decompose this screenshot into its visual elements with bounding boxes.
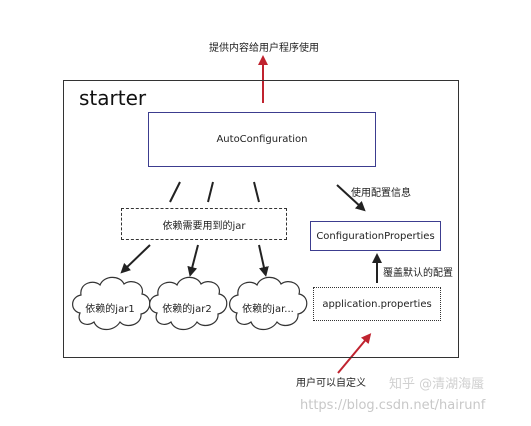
application-properties-box: application.properties (313, 287, 441, 321)
jar-cloud-3 (229, 276, 308, 331)
top-caption: 提供内容给用户程序使用 (209, 43, 319, 54)
dependencies-label: 依赖需要用到的jar (162, 220, 246, 232)
jar-cloud-1 (72, 276, 151, 331)
configuration-properties-label: ConfigurationProperties (316, 230, 435, 242)
csdn-watermark: https://blog.csdn.net/hairunf (300, 398, 486, 413)
dependencies-box: 依赖需要用到的jar (121, 208, 287, 240)
deps-to-jar3-arrow (258, 244, 269, 277)
user-defined-label: 用户可以自定义 (296, 378, 366, 389)
use-config-arrow (336, 184, 366, 212)
auto-to-deps-line-2 (207, 181, 214, 203)
auto-to-deps-line-1 (169, 181, 181, 203)
deps-to-jar2-arrow (187, 244, 199, 277)
deps-to-jar1-arrow (120, 244, 151, 274)
auto-to-deps-line-3 (253, 181, 260, 203)
jar-label-1: 依赖的jar1 (85, 304, 135, 315)
override-label: 覆盖默认的配置 (383, 268, 453, 279)
jar-label-2: 依赖的jar2 (162, 304, 212, 315)
use-config-label: 使用配置信息 (351, 188, 411, 199)
starter-container (63, 80, 459, 358)
starter-label: starter (79, 86, 147, 110)
configuration-properties-box: ConfigurationProperties (310, 221, 441, 251)
user-define-arrow (337, 333, 372, 374)
application-properties-label: application.properties (322, 298, 432, 310)
jar-cloud-2 (149, 276, 228, 331)
jar-label-3: 依赖的jar... (242, 304, 294, 315)
zhihu-watermark: 知乎 @清湖海蜃 (389, 377, 485, 392)
auto-configuration-label: AutoConfiguration (216, 134, 308, 145)
auto-configuration-box: AutoConfiguration (148, 112, 376, 167)
